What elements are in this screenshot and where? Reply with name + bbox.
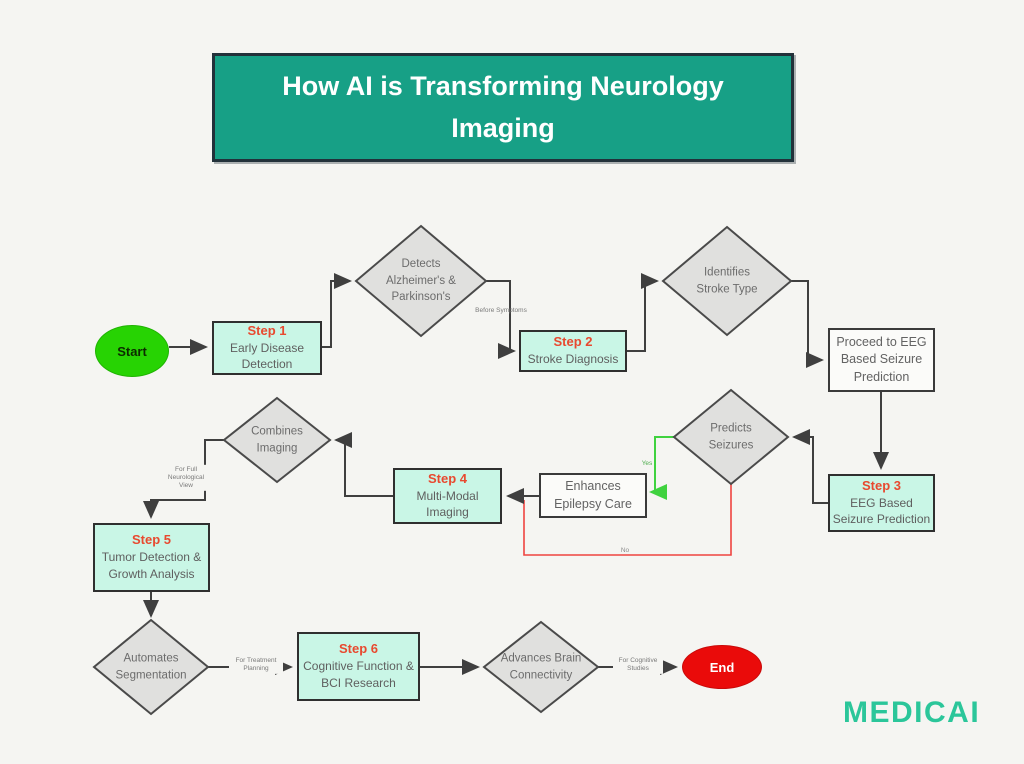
edge-step4-to-decision4 — [334, 432, 393, 497]
end-node: End — [682, 645, 762, 689]
decision-stroke-type-label: Identifies Stroke Type — [696, 266, 758, 295]
step3-body: EEG Based Seizure Prediction — [832, 495, 931, 527]
edge-decision2-to-proceed — [791, 280, 824, 368]
edge-label-no: No — [620, 546, 630, 554]
edge-label-full-neurological-view: For Full Neurological View — [161, 464, 211, 492]
start-node: Start — [95, 325, 169, 377]
edge-decision1-to-step2 — [486, 280, 516, 359]
start-label: Start — [117, 343, 147, 359]
step4-title: Step 4 — [427, 470, 467, 486]
step5-body: Tumor Detection & Growth Analysis — [101, 550, 202, 581]
edge-step3-to-decision3 — [792, 429, 828, 504]
step1-title: Step 1 — [247, 322, 287, 338]
decision-stroke-type-diamond — [661, 225, 793, 337]
step4-body: Multi-Modal Imaging — [416, 488, 479, 520]
step6-box: Step 6 Cognitive Function & BCI Research — [297, 632, 420, 701]
edge-step2-to-decision2 — [627, 273, 659, 352]
enhances-box: Enhances Epilepsy Care — [539, 473, 647, 518]
edge-decision4-to-step5 — [143, 439, 224, 519]
step1-body: Early Disease Detection — [229, 340, 305, 372]
decision-brain-connectivity-label: Advances Brain Connectivity — [500, 652, 582, 681]
decision-brain-connectivity-diamond — [482, 620, 600, 714]
step2-box: Step 2 Stroke Diagnosis — [519, 330, 627, 372]
decision-detects-label: Detects Alzheimer's & Parkinson's — [386, 257, 456, 304]
decision-detects-diamond — [354, 224, 488, 338]
medicai-logo: MEDICAI — [843, 696, 981, 729]
decision-combines-imaging-diamond — [222, 396, 332, 484]
edge-label-for-cognitive-studies: For Cognitive Studies — [613, 655, 663, 675]
step2-body: Stroke Diagnosis — [527, 352, 619, 367]
step6-title: Step 6 — [338, 641, 378, 657]
step5-title: Step 5 — [131, 532, 171, 548]
proceed-text: Proceed to EEG Based Seizure Prediction — [836, 334, 927, 384]
step4-box: Step 4 Multi-Modal Imaging — [393, 468, 502, 524]
page-title: How AI is Transforming Neurology Imaging — [282, 70, 724, 143]
step6-body: Cognitive Function & BCI Research — [303, 659, 414, 690]
step2-title: Step 2 — [553, 334, 593, 350]
step3-box: Step 3 EEG Based Seizure Prediction — [828, 474, 935, 532]
edge-decision3-yes-green — [649, 436, 674, 500]
proceed-box: Proceed to EEG Based Seizure Prediction — [828, 328, 935, 392]
step3-title: Step 3 — [861, 477, 901, 493]
decision-combines-imaging-label: Combines Imaging — [251, 425, 303, 454]
edge-label-before-symptoms: Before Symptoms — [475, 306, 527, 314]
title-banner: How AI is Transforming Neurology Imaging — [212, 53, 794, 162]
edge-label-for-treatment-planning: For Treatment Planning — [229, 655, 283, 675]
step5-box: Step 5 Tumor Detection & Growth Analysis — [93, 523, 210, 592]
edge-step1-to-decision1 — [322, 273, 352, 348]
edge-decision3-no-red — [523, 484, 732, 556]
decision-automates-segmentation-label: Automates Segmentation — [115, 652, 187, 681]
enhances-text: Enhances Epilepsy Care — [554, 479, 632, 511]
decision-predicts-seizures-label: Predicts Seizures — [708, 422, 754, 451]
step1-box: Step 1 Early Disease Detection — [212, 321, 322, 375]
edge-label-yes: Yes — [641, 459, 653, 467]
end-label: End — [709, 659, 735, 675]
decision-predicts-seizures-diamond — [672, 388, 790, 486]
decision-automates-segmentation-diamond — [92, 618, 210, 716]
